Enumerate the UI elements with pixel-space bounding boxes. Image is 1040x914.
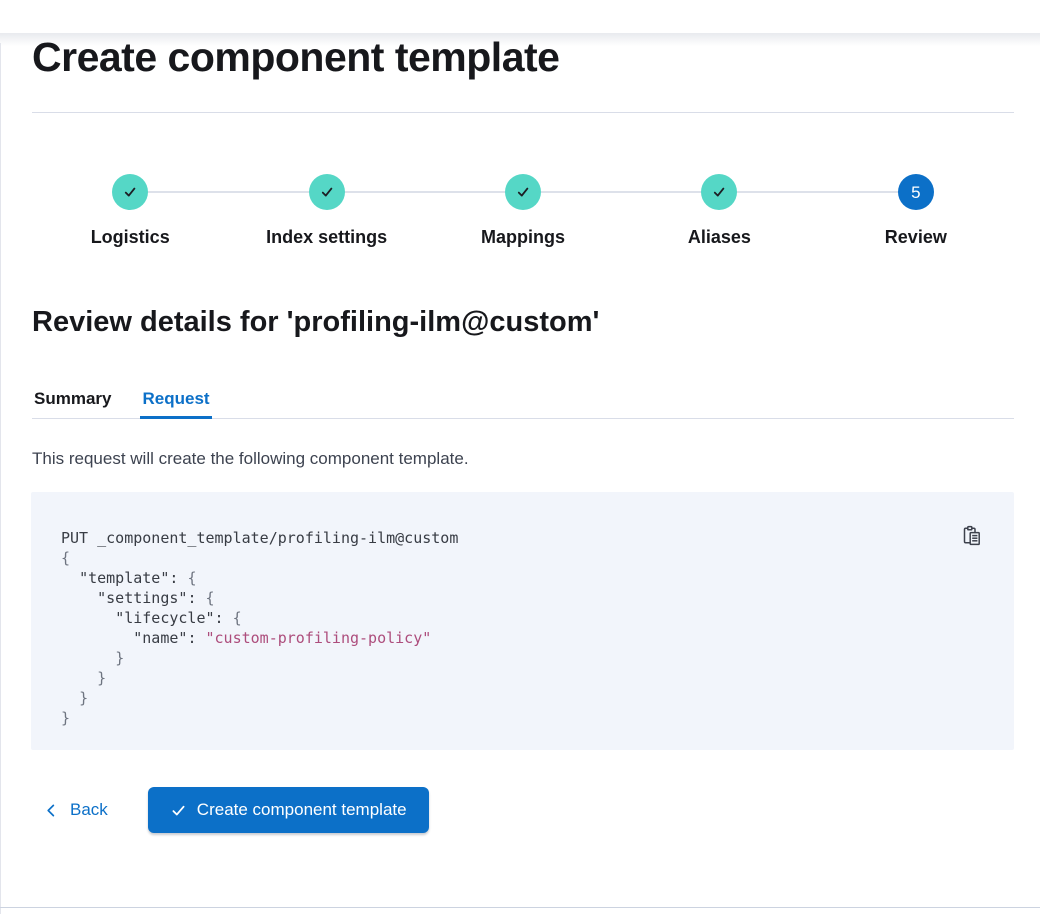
code-line: } xyxy=(115,649,125,667)
back-button[interactable]: Back xyxy=(44,800,108,820)
check-icon xyxy=(319,184,335,200)
footer-actions: Back Create component template xyxy=(32,787,1014,833)
step-label: Review xyxy=(884,227,947,247)
code-line: "lifecycle": { xyxy=(115,609,242,627)
copy-to-clipboard-button[interactable] xyxy=(960,525,984,549)
panel-bottom-border xyxy=(0,907,1040,908)
step-circle[interactable] xyxy=(505,174,542,210)
check-icon xyxy=(170,802,187,819)
stepper-steps: Logistics Index settings Mappings xyxy=(32,174,1014,248)
code-line: PUT _component_template/profiling-ilm@cu… xyxy=(61,529,459,547)
code-line: { xyxy=(61,549,71,567)
stepper: Logistics Index settings Mappings xyxy=(32,174,1014,248)
step-label: Mappings xyxy=(481,227,566,247)
tab-bar: Summary Request xyxy=(32,389,1014,419)
panel-left-border xyxy=(0,43,1,914)
code-lines: PUT _component_template/profiling-ilm@cu… xyxy=(61,528,950,728)
code-line: "name": "custom-profiling-policy" xyxy=(133,629,432,647)
request-code-block: PUT _component_template/profiling-ilm@cu… xyxy=(31,492,1014,750)
check-icon xyxy=(515,184,531,200)
step-circle[interactable] xyxy=(112,174,149,210)
review-heading: Review details for 'profiling-ilm@custom… xyxy=(32,306,600,338)
step-label: Logistics xyxy=(90,227,170,247)
chevron-left-icon xyxy=(44,803,59,818)
step-label: Index settings xyxy=(266,227,388,247)
copy-clipboard-icon xyxy=(960,524,984,551)
tab-request[interactable]: Request xyxy=(140,389,212,419)
code-line: "template": { xyxy=(79,569,197,587)
request-description: This request will create the following c… xyxy=(32,449,469,468)
code-line: } xyxy=(97,669,107,687)
create-component-template-button-label: Create component template xyxy=(196,800,407,819)
stepper-step-aliases[interactable]: Aliases xyxy=(621,174,817,248)
code-line: } xyxy=(79,689,89,707)
title-divider xyxy=(32,112,1014,113)
stepper-step-mappings[interactable]: Mappings xyxy=(425,174,621,248)
step-circle[interactable] xyxy=(701,174,738,210)
step-circle[interactable] xyxy=(308,174,345,210)
create-component-template-panel: Create component template Logistics Inde… xyxy=(0,33,1040,833)
code-line: } xyxy=(61,709,71,727)
stepper-step-index-settings[interactable]: Index settings xyxy=(228,174,424,248)
stepper-step-logistics[interactable]: Logistics xyxy=(32,174,228,248)
check-icon xyxy=(711,184,727,200)
step-circle[interactable]: 5 xyxy=(897,174,934,210)
step-number: 5 xyxy=(911,182,921,202)
check-icon xyxy=(122,184,138,200)
tab-summary[interactable]: Summary xyxy=(32,389,113,418)
code-line: "settings": { xyxy=(97,589,215,607)
stepper-step-review[interactable]: 5 Review xyxy=(818,174,1014,248)
create-component-template-button[interactable]: Create component template xyxy=(147,787,429,833)
step-label: Aliases xyxy=(687,227,751,247)
page-title: Create component template xyxy=(32,34,560,80)
back-button-label: Back xyxy=(70,800,108,819)
